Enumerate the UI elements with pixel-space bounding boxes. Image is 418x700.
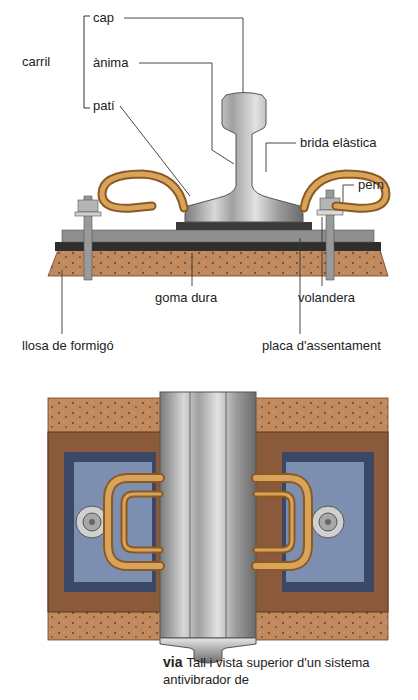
- part-label: ànima: [93, 55, 128, 71]
- part-label: volandera: [298, 290, 355, 306]
- caption: Tall i vista superior d'un sistema antiv…: [163, 655, 370, 687]
- part-label: brida elàstica: [300, 135, 377, 151]
- part-label: carril: [22, 54, 50, 70]
- leader-lines: [62, 18, 354, 334]
- caption-box: viaTall i vista superior d'un sistema an…: [163, 654, 408, 688]
- top-view: [48, 392, 388, 663]
- part-label: pern: [358, 177, 384, 193]
- part-label: llosa de formigó: [22, 338, 114, 354]
- part-label: patí: [93, 98, 115, 114]
- bracket: [84, 16, 90, 108]
- cross-section: [48, 93, 388, 281]
- headword: via: [163, 654, 182, 670]
- part-label: placa d'assentament: [262, 338, 381, 354]
- part-label: cap: [93, 10, 114, 26]
- part-label: goma dura: [155, 290, 217, 306]
